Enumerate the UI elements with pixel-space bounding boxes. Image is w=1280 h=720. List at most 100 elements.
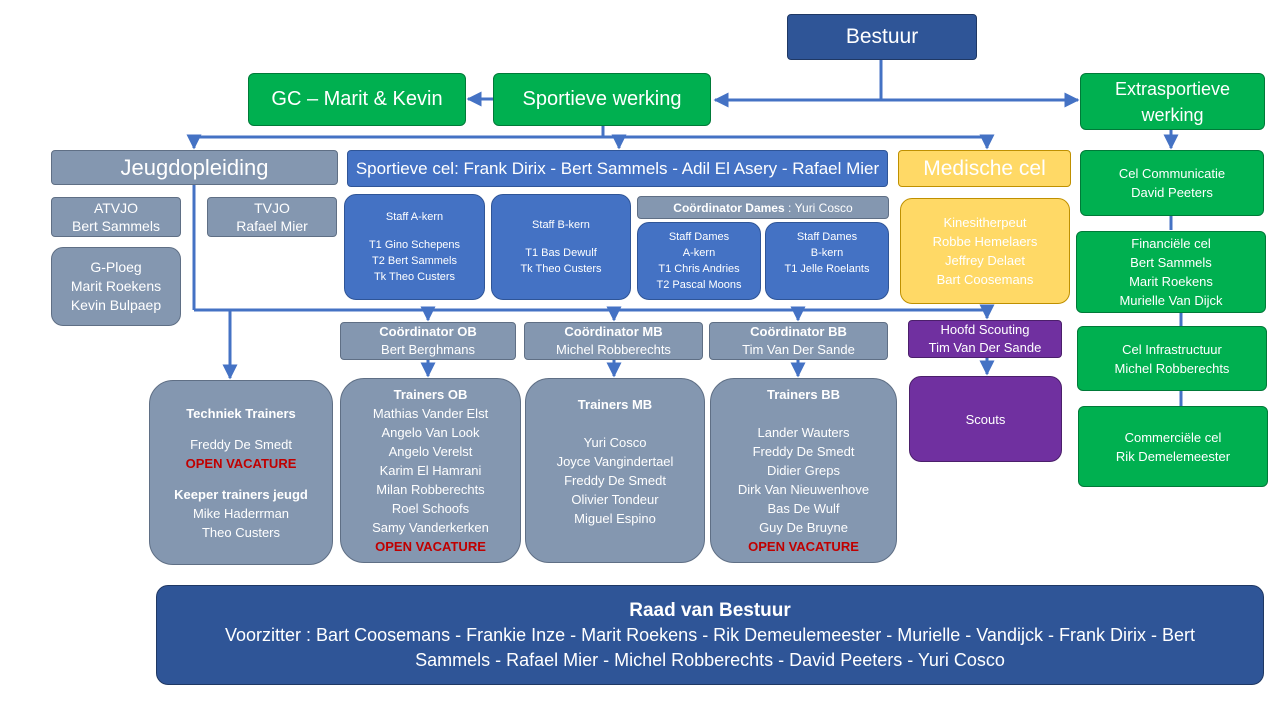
extrasportieve-box: Extrasportieve werking <box>1080 73 1265 130</box>
coord-mb-name: Michel Robberechts <box>556 342 671 357</box>
trainers-bb-box: Trainers BB Lander Wauters Freddy De Sme… <box>710 378 897 563</box>
atvjo-box: ATVJO Bert Sammels <box>51 197 181 237</box>
scouts-label: Scouts <box>965 411 1006 427</box>
hoofd-scouting-name: Tim Van Der Sande <box>928 340 1042 355</box>
sportieve-werking-box: Sportieve werking <box>493 73 711 126</box>
staff-a-member: T2 Bert Sammels <box>372 255 457 267</box>
trainers-bb-name: Lander Wauters <box>757 425 850 440</box>
bestuur-label: Bestuur <box>845 25 919 48</box>
trainers-ob-name: Roel Schoofs <box>391 501 470 516</box>
raad-members-line-2: Sammels - Rafael Mier - Michel Robberech… <box>415 649 1005 670</box>
trainers-bb-name: Bas De Wulf <box>767 501 840 516</box>
staff-dames-a-box: Staff Dames A-kern T1 Chris Andries T2 P… <box>637 222 761 300</box>
gploeg-title: G-Ploeg <box>90 259 142 275</box>
coord-ob-title: Coördinator OB <box>379 324 477 339</box>
sportieve-werking-label: Sportieve werking <box>522 88 682 110</box>
trainers-mb-name: Yuri Cosco <box>583 435 647 450</box>
medische-cel-box: Medische cel <box>898 150 1071 187</box>
cel-infrastructuur-box: Cel Infrastructuur Michel Robberechts <box>1077 326 1267 391</box>
techniek-title: Techniek Trainers <box>186 405 296 421</box>
coord-mb-box: Coördinator MB Michel Robberechts <box>524 322 703 360</box>
trainers-bb-name: Dirk Van Nieuwenhove <box>737 482 870 497</box>
trainers-mb-box: Trainers MB Yuri Cosco Joyce Vanginderta… <box>525 378 705 563</box>
staff-b-kern-box: Staff B-kern T1 Bas Dewulf Tk Theo Custe… <box>491 194 631 300</box>
cel-communicatie-box: Cel Communicatie David Peeters <box>1080 150 1264 216</box>
staff-a-member: Tk Theo Custers <box>373 271 456 283</box>
staff-a-member: T1 Gino Schepens <box>368 239 461 251</box>
coord-mb-title: Coördinator MB <box>564 324 663 339</box>
financiele-cel-title: Financiële cel <box>1131 236 1211 251</box>
trainers-mb-name: Freddy De Smedt <box>564 473 666 488</box>
atvjo-title: ATVJO <box>93 200 139 216</box>
medische-member: Robbe Hemelaers <box>932 234 1038 249</box>
scouts-box: Scouts <box>909 376 1062 462</box>
coord-dames-box: Coördinator Dames : Yuri Cosco <box>637 196 889 219</box>
gc-box: GC – Marit & Kevin <box>248 73 466 126</box>
medische-cel-label: Medische cel <box>923 156 1046 180</box>
tvjo-box: TVJO Rafael Mier <box>207 197 337 237</box>
cel-communicatie-title: Cel Communicatie <box>1118 166 1226 181</box>
trainers-ob-name: Angelo Van Look <box>381 425 480 440</box>
raad-title: Raad van Bestuur <box>629 599 791 621</box>
keeper-trainer: Mike Haderrman <box>192 505 290 521</box>
tvjo-name: Rafael Mier <box>236 218 308 234</box>
gploeg-member: Kevin Bulpaep <box>70 297 162 313</box>
staff-dames-a-line: A-kern <box>682 247 716 259</box>
gc-label: GC – Marit & Kevin <box>271 88 443 110</box>
trainers-bb-vacature: OPEN VACATURE <box>748 539 859 554</box>
staff-dames-b-box: Staff Dames B-kern T1 Jelle Roelants <box>765 222 889 300</box>
staff-b-title: Staff B-kern <box>532 219 590 231</box>
trainers-bb-name: Guy De Bruyne <box>759 520 848 535</box>
cel-communicatie-name: David Peeters <box>1131 185 1213 200</box>
staff-a-title: Staff A-kern <box>385 211 444 223</box>
techniek-vacature: OPEN VACATURE <box>185 455 297 471</box>
trainers-mb-name: Olivier Tondeur <box>571 492 659 507</box>
techniek-trainer: Freddy De Smedt <box>190 436 292 452</box>
trainers-ob-name: Samy Vanderkerken <box>372 520 489 535</box>
staff-a-kern-box: Staff A-kern T1 Gino Schepens T2 Bert Sa… <box>344 194 485 300</box>
jeugdopleiding-label: Jeugdopleiding <box>120 154 269 180</box>
financiele-cel-member: Marit Roekens <box>1129 274 1213 289</box>
financiele-cel-member: Murielle Van Dijck <box>1119 293 1223 308</box>
staff-b-member: Tk Theo Custers <box>520 263 602 275</box>
extrasportieve-line-2: werking <box>1141 104 1204 125</box>
medische-member: Kinesitherpeut <box>943 215 1027 230</box>
financiele-cel-member: Bert Sammels <box>1130 255 1212 270</box>
trainers-bb-name: Didier Greps <box>767 463 840 478</box>
coord-bb-title: Coördinator BB <box>750 324 847 339</box>
trainers-mb-name: Joyce Vangindertael <box>556 454 674 469</box>
trainers-ob-vacature: OPEN VACATURE <box>375 539 486 554</box>
staff-dames-b-line: T1 Jelle Roelants <box>784 263 870 275</box>
keeper-trainer: Theo Custers <box>201 524 281 540</box>
medische-members-box: Kinesitherpeut Robbe Hemelaers Jeffrey D… <box>900 198 1070 304</box>
medische-member: Jeffrey Delaet <box>945 253 1025 268</box>
trainers-mb-name: Miguel Espino <box>574 511 656 526</box>
trainers-ob-name: Karim El Hamrani <box>379 463 482 478</box>
commerciele-cel-title: Commerciële cel <box>1124 429 1222 445</box>
trainers-ob-name: Angelo Verelst <box>388 444 473 459</box>
trainers-bb-name: Freddy De Smedt <box>752 444 855 459</box>
trainers-ob-title: Trainers OB <box>393 387 468 402</box>
gploeg-box: G-Ploeg Marit Roekens Kevin Bulpaep <box>51 247 181 326</box>
bestuur-box: Bestuur <box>787 14 977 60</box>
atvjo-name: Bert Sammels <box>72 218 160 234</box>
gploeg-member: Marit Roekens <box>70 278 162 294</box>
hoofd-scouting-box: Hoofd Scouting Tim Van Der Sande <box>908 320 1062 358</box>
staff-dames-a-line: T1 Chris Andries <box>658 263 740 275</box>
raad-van-bestuur-box: Raad van Bestuur Voorzitter : Bart Coose… <box>156 585 1264 685</box>
trainers-mb-title: Trainers MB <box>577 397 653 412</box>
keeper-title: Keeper trainers jeugd <box>174 486 308 502</box>
hoofd-scouting-title: Hoofd Scouting <box>940 322 1030 337</box>
sportieve-cel-label: Sportieve cel: Frank Dirix - Bert Sammel… <box>355 158 880 178</box>
staff-dames-a-line: T2 Pascal Moons <box>656 279 742 291</box>
cel-infrastructuur-title: Cel Infrastructuur <box>1122 341 1222 357</box>
medische-member: Bart Coosemans <box>936 272 1034 287</box>
staff-b-member: T1 Bas Dewulf <box>525 247 597 259</box>
financiele-cel-box: Financiële cel Bert Sammels Marit Roeken… <box>1076 231 1266 313</box>
coord-ob-box: Coördinator OB Bert Berghmans <box>340 322 516 360</box>
extrasportieve-line-1: Extrasportieve <box>1114 78 1231 99</box>
coord-bb-name: Tim Van Der Sande <box>742 342 855 357</box>
techniek-trainers-box: Techniek Trainers Freddy De Smedt OPEN V… <box>149 380 333 565</box>
coord-bb-box: Coördinator BB Tim Van Der Sande <box>709 322 888 360</box>
